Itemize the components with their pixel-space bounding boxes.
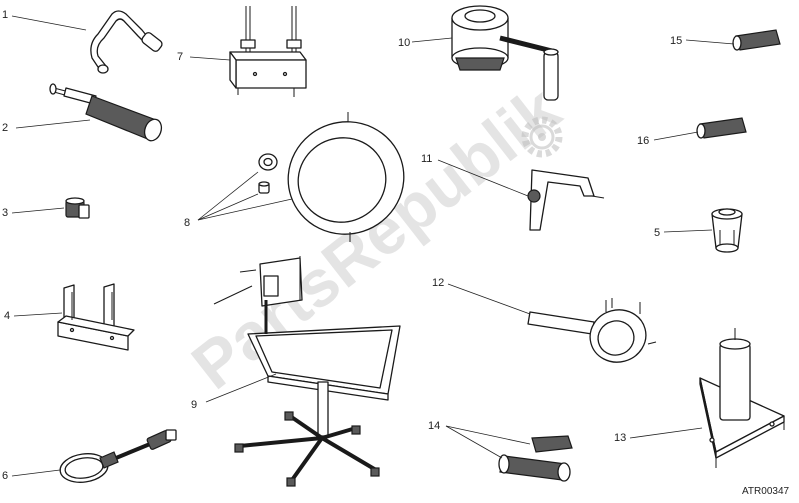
part-15-pin (732, 29, 781, 51)
callout-6: 6 (2, 470, 8, 482)
callout-10: 10 (398, 37, 410, 49)
part-12-cam-locking-tool (527, 298, 657, 363)
callout-15: 15 (670, 35, 682, 47)
callout-11: 11 (421, 153, 432, 165)
part-1-bent-bar-tool (90, 10, 163, 74)
part-8-ring-set (258, 112, 405, 242)
callout-5: 5 (654, 227, 660, 239)
part-14-pins (498, 435, 573, 482)
part-9-engine-stand (213, 256, 401, 487)
callout-16: 16 (637, 135, 649, 147)
callout-1: 1 (2, 9, 8, 21)
part-7-pin-plate (229, 6, 307, 97)
callout-2: 2 (2, 122, 8, 134)
watermark-gear-icon (521, 116, 563, 158)
part-10-crank-tool (451, 5, 559, 101)
part-11-knob-bracket (527, 169, 605, 231)
callout-9: 9 (191, 399, 197, 411)
callout-13: 13 (614, 432, 626, 444)
callout-3: 3 (2, 207, 8, 219)
part-13-triangle-base (699, 328, 785, 468)
callout-8: 8 (184, 217, 190, 229)
part-16-pin (696, 117, 747, 139)
drawing-code: ATR00347 (742, 486, 790, 497)
part-2-handle-punch (49, 83, 163, 142)
callout-14: 14 (428, 420, 440, 432)
part-3-sleeve (65, 197, 90, 219)
part-5-adapter (711, 208, 743, 253)
callout-12: 12 (432, 277, 444, 289)
part-6-strap-wrench (59, 429, 177, 483)
callout-7: 7 (177, 51, 183, 63)
callout-4: 4 (4, 310, 10, 322)
part-4-bracket (57, 283, 135, 351)
